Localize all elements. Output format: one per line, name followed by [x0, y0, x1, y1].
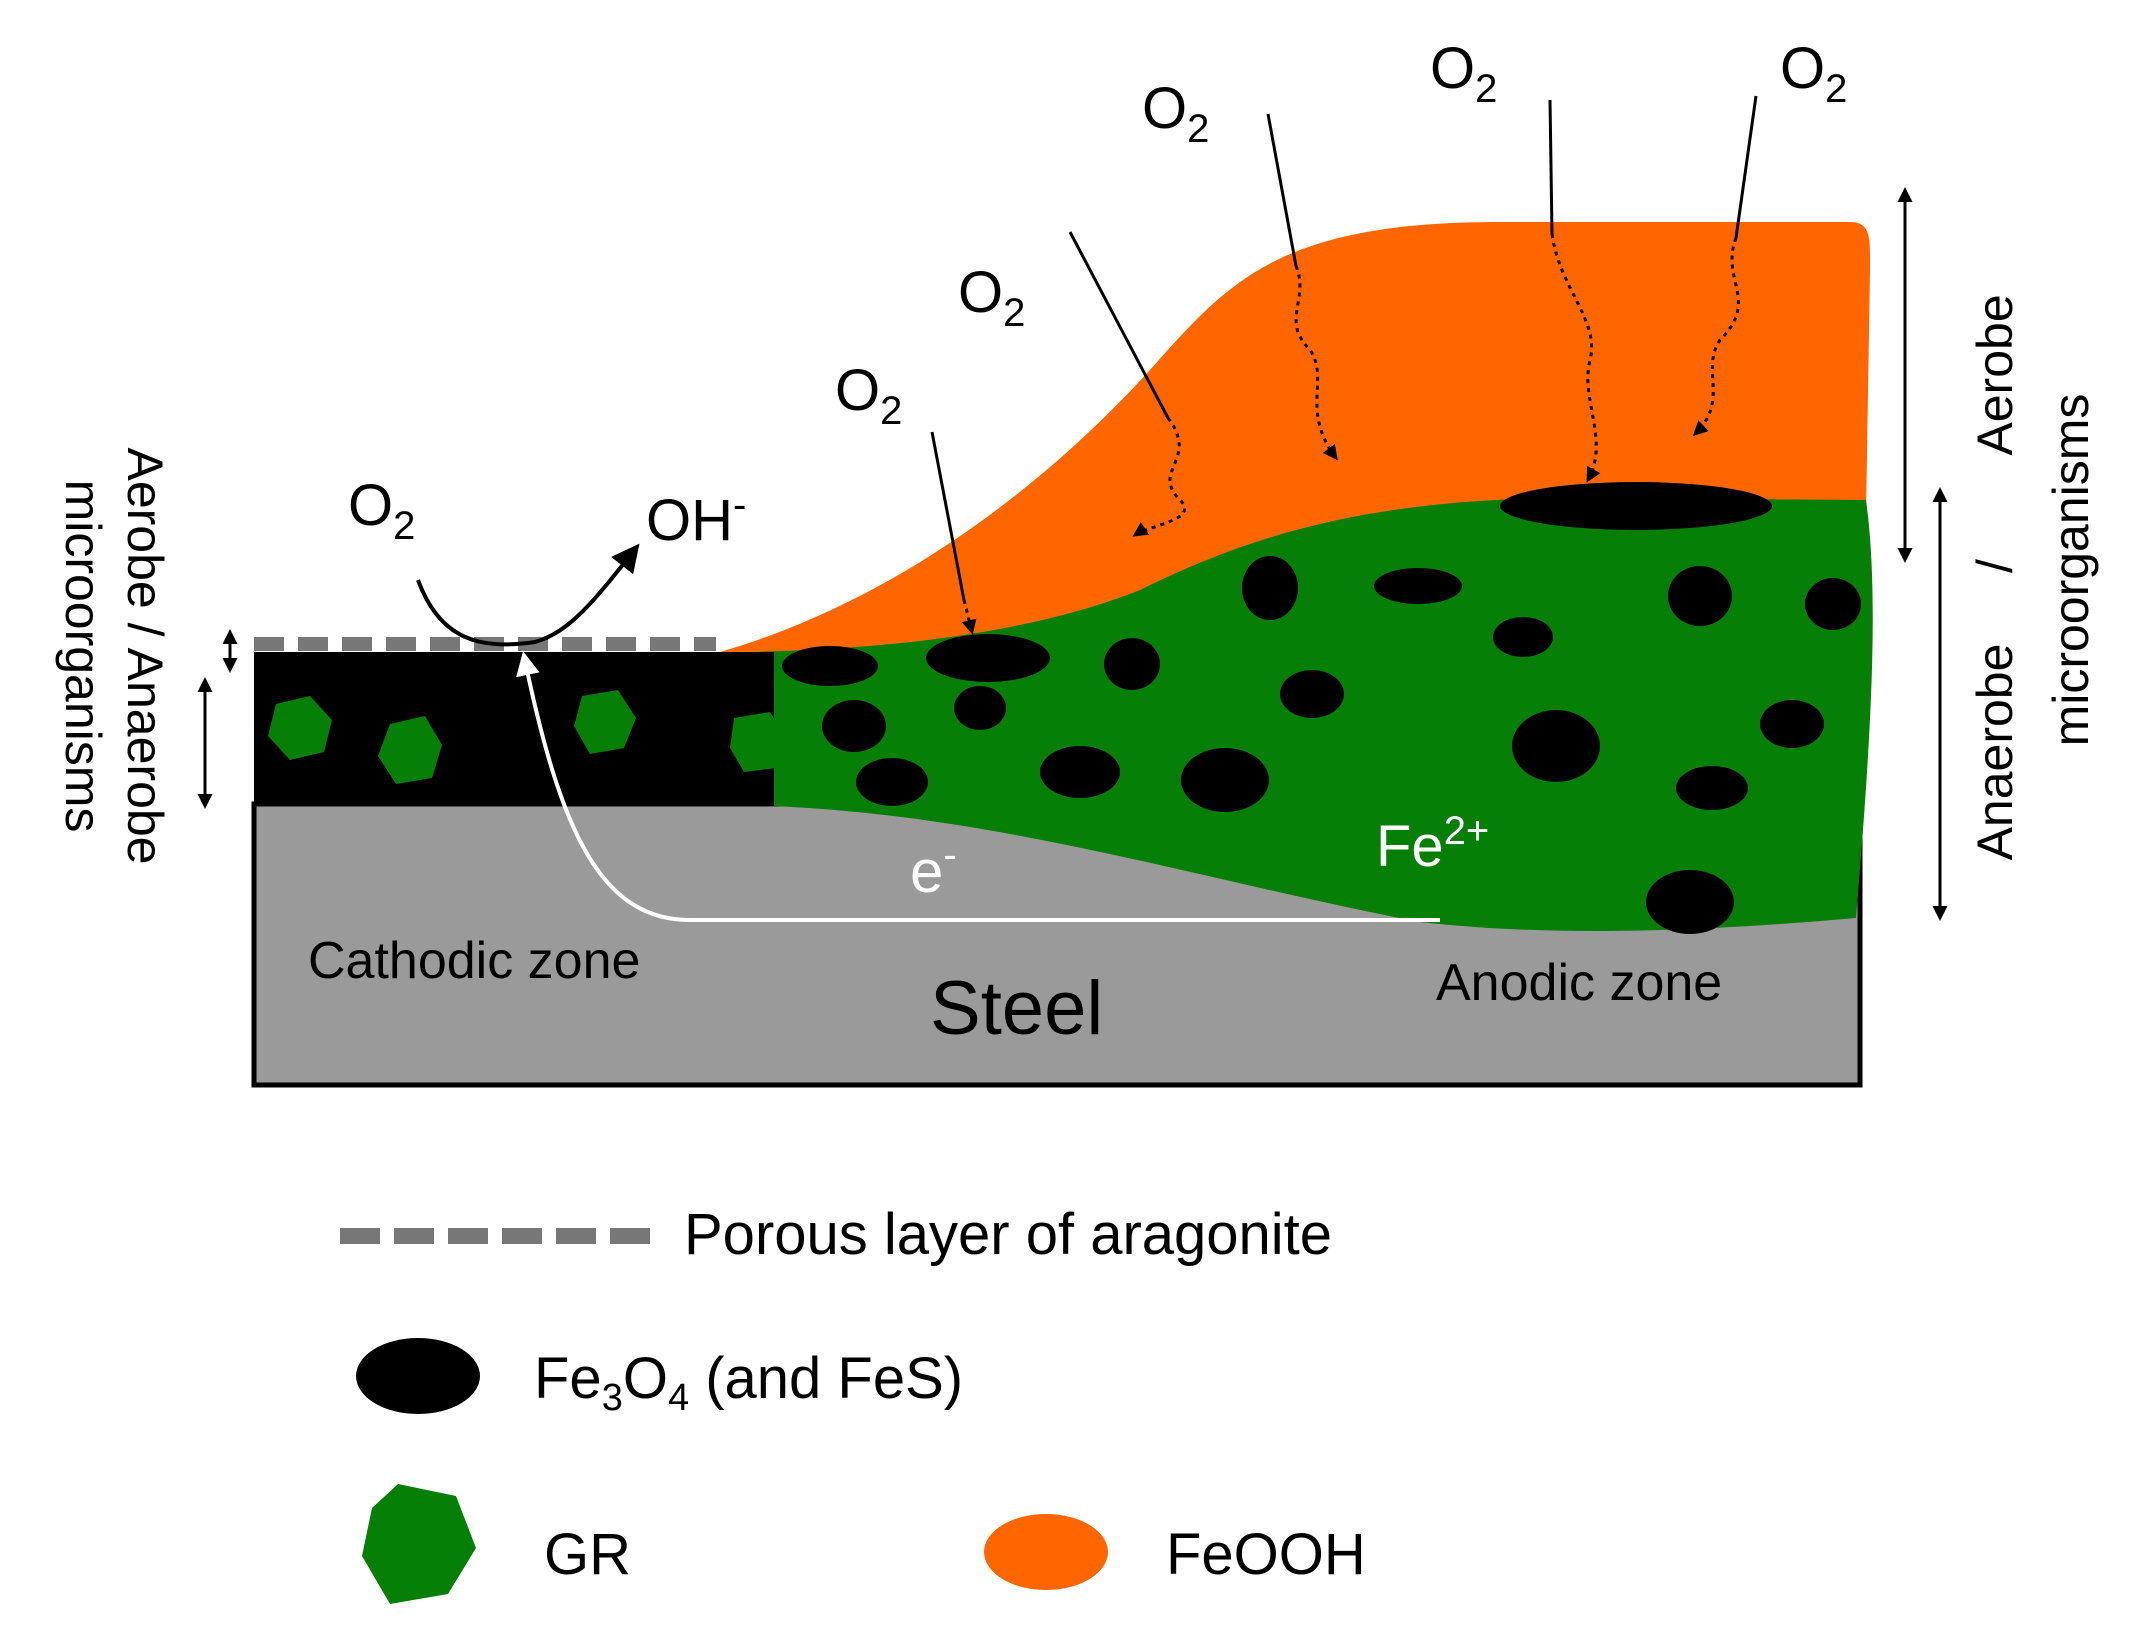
steel-label: Steel: [930, 966, 1103, 1051]
electron-path-arrow: [516, 651, 1440, 922]
fe3o4-particle: [1493, 617, 1553, 657]
o2-arrow-solid: [1734, 95, 1758, 239]
fe3o4-particle: [1760, 700, 1824, 748]
o2-arrow-solid: [930, 431, 966, 601]
o2-arrow-dotted: [1550, 233, 1601, 483]
legend-aragonite-label: Porous layer of aragonite: [684, 1202, 1332, 1267]
fe3o4-particle: [1104, 638, 1160, 690]
svg-text:microorganisms: microorganisms: [55, 480, 111, 833]
right-microorganism-label: Aerobe / Anaerobe microorganisms: [1967, 294, 2099, 860]
gr-hexagon: [378, 716, 442, 784]
fe3o4-particle: [782, 646, 878, 686]
gr-hexagon: [730, 712, 786, 772]
fe3o4-particle: [1512, 710, 1600, 782]
magnetite-cathodic-layer: [254, 652, 774, 806]
cathodic-zone-label: Cathodic zone: [308, 932, 640, 990]
o2-label: O2: [835, 358, 902, 433]
slash-label: /: [1967, 559, 2023, 573]
gr-crystals: [268, 690, 786, 784]
fe3o4-particle: [1500, 482, 1772, 530]
fe3o4-particle: [1280, 670, 1344, 718]
left-microorganism-label: Aerobe / Anaerobe microorganisms: [55, 448, 173, 865]
o2-label: O2: [1780, 36, 1847, 111]
legend: Porous layer of aragonite Fe3O4 (and FeS…: [340, 1202, 1366, 1604]
o2-label: O2: [958, 260, 1025, 335]
anodic-zone-label: Anodic zone: [1436, 954, 1722, 1012]
fe3o4-particle: [1181, 748, 1269, 812]
legend-gr-swatch: [362, 1484, 476, 1604]
legend-feooh-swatch: [984, 1514, 1108, 1590]
magnetite-particles: [782, 482, 1861, 934]
oxygen-diffusion-arrows: [930, 95, 1758, 635]
svg-text:Aerobe / Anaerobe: Aerobe / Anaerobe: [117, 448, 173, 865]
hydroxide-label: OH-: [646, 483, 746, 553]
aerobe-label: Aerobe: [1967, 294, 2023, 455]
fe3o4-particle: [954, 686, 1006, 730]
layer-thickness-arrows: [197, 187, 1948, 921]
fe3o4-particle: [1374, 568, 1462, 604]
o2-arrow-solid: [1548, 99, 1554, 235]
anaerobe-label: Anaerobe: [1967, 644, 2023, 861]
gr-hexagon: [574, 690, 636, 754]
fe3o4-particle: [1040, 746, 1120, 798]
o2-label: O2: [1430, 36, 1497, 111]
legend-fe3o4-swatch: [356, 1338, 480, 1414]
fe3o4-particle: [822, 700, 886, 752]
o2-arrow-dotted: [1692, 237, 1740, 437]
fe3o4-particle: [1676, 766, 1748, 810]
legend-fe3o4-label: Fe3O4 (and FeS): [534, 1346, 963, 1419]
o2-arrow-solid: [1068, 231, 1170, 419]
gr-hexagon: [268, 696, 332, 760]
legend-feooh-label: FeOOH: [1166, 1522, 1366, 1587]
ferrous-ion-label: Fe2+: [1376, 809, 1489, 879]
fe3o4-particle: [926, 634, 1050, 682]
o2-arrow-dotted: [1132, 417, 1186, 537]
fe3o4-particle: [1242, 556, 1298, 620]
o2-arrow-dotted: [1294, 265, 1338, 461]
o2-arrow-solid: [1266, 113, 1298, 267]
fe3o4-particle: [856, 758, 928, 806]
o2-label: O2: [1142, 76, 1209, 151]
fe3o4-particle: [1668, 566, 1732, 626]
legend-gr-label: GR: [544, 1522, 631, 1587]
fe3o4-particle: [1805, 578, 1861, 630]
oxygen-reduction-arrow: [416, 543, 640, 647]
o2-arrow-dotted: [961, 599, 977, 635]
oxygen-labels: O2 O2 O2 O2 O2 O2: [348, 36, 1847, 548]
electron-label: e-: [910, 833, 957, 905]
microorganisms-label: microorganisms: [2043, 394, 2099, 747]
fe3o4-particle: [1646, 870, 1734, 934]
o2-label: O2: [348, 473, 415, 548]
